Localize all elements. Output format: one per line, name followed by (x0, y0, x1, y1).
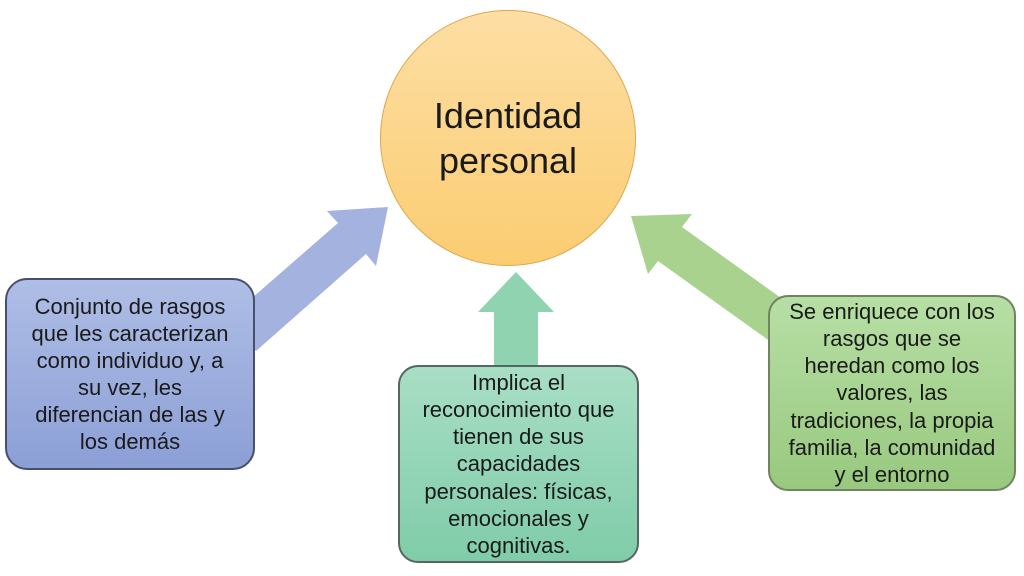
box-enrichment-text: Se enriquece con los rasgos que se hered… (788, 299, 996, 487)
box-enrichment: Se enriquece con los rasgos que se hered… (768, 295, 1016, 491)
box-recognition: Implica el reconocimiento que tienen de … (398, 365, 639, 563)
box-definition-text: Conjunto de rasgos que les caracterizan … (31, 293, 229, 455)
arrow-middle-to-center (478, 272, 554, 375)
box-recognition-text: Implica el reconocimiento que tienen de … (422, 370, 615, 558)
central-node-label: Identidad personal (433, 95, 583, 181)
central-node-identidad-personal: Identidad personal (380, 10, 636, 266)
box-definition: Conjunto de rasgos que les caracterizan … (5, 278, 255, 470)
